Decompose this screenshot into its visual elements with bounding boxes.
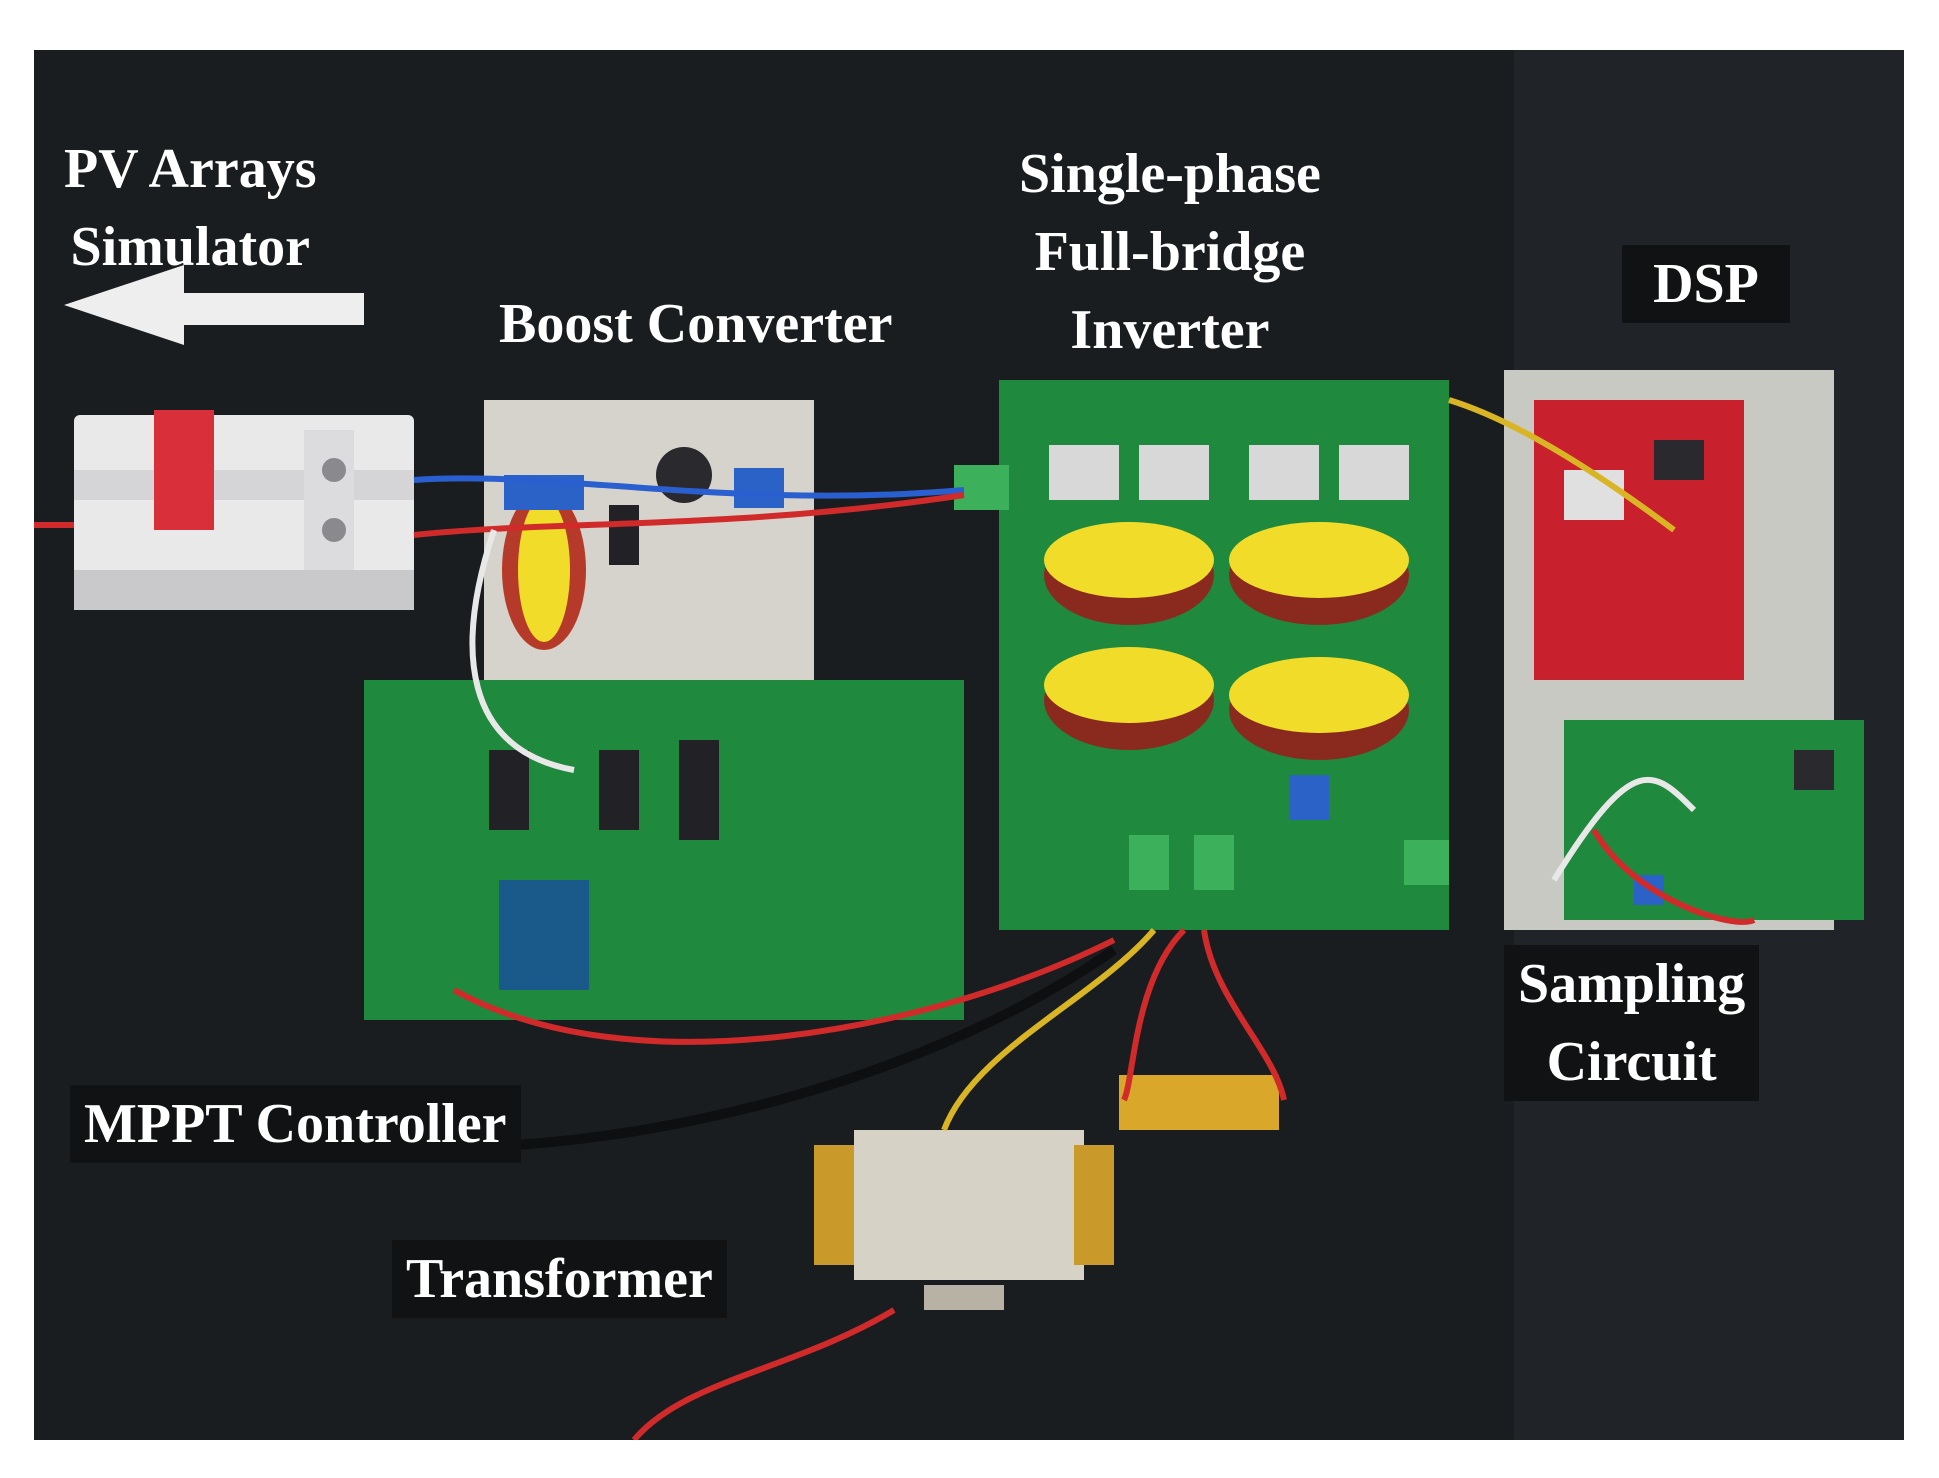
label-sampling-circuit: Sampling Circuit [1504, 945, 1760, 1101]
label-mppt-text: MPPT Controller [84, 1093, 507, 1155]
label-transformer: Transformer [392, 1240, 727, 1318]
label-inverter: Single-phase Full-bridge Inverter [1019, 135, 1321, 369]
label-dsp-text: DSP [1653, 253, 1759, 315]
label-pv-line2: Simulator [70, 216, 311, 278]
transformer-unit [814, 1130, 1114, 1310]
sampling-circuit-board [1564, 720, 1864, 920]
boost-converter-board [484, 400, 814, 730]
label-boost-text: Boost Converter [499, 293, 893, 355]
label-sampling-line2: Circuit [1546, 1031, 1717, 1093]
label-mppt-controller: MPPT Controller [70, 1085, 521, 1163]
label-dsp: DSP [1622, 245, 1790, 323]
wiring [34, 397, 1756, 1440]
label-inverter-line3: Inverter [1070, 299, 1270, 361]
arrow-left-icon [64, 265, 364, 345]
hardware-illustration [34, 50, 1904, 1440]
label-pv-line1: PV Arrays [64, 138, 317, 200]
label-inverter-line1: Single-phase [1019, 143, 1321, 205]
label-boost-converter: Boost Converter [499, 285, 892, 363]
power-resistor [1119, 1075, 1279, 1130]
mppt-controller-board [364, 680, 964, 1020]
label-sampling-line1: Sampling [1518, 953, 1746, 1015]
circuit-breaker [74, 410, 414, 610]
label-inverter-line2: Full-bridge [1034, 221, 1306, 283]
label-transformer-text: Transformer [406, 1248, 713, 1310]
inverter-board [954, 380, 1449, 930]
lab-setup-photo: PV Arrays Simulator Boost Converter Sing… [34, 50, 1904, 1440]
label-pv-arrays-simulator: PV Arrays Simulator [64, 130, 317, 286]
